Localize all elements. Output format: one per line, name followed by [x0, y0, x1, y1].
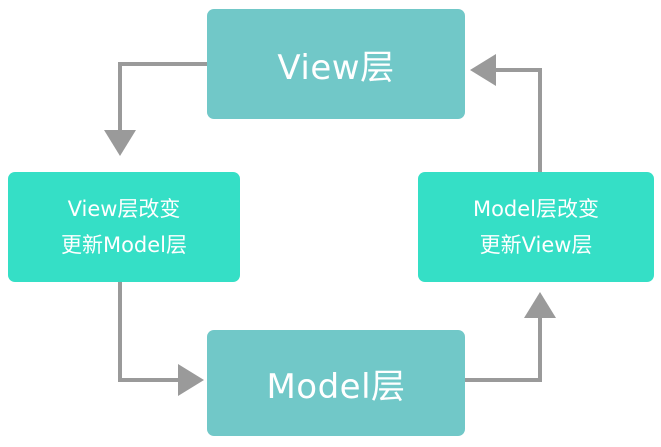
view-change-node: View层改变 更新Model层 — [8, 172, 240, 282]
model-change-line-1: Model层改变 — [472, 197, 600, 221]
model-change-line-2: 更新View层 — [479, 233, 593, 257]
view-layer-node: View层 — [207, 9, 465, 119]
arrow-view-change-to-model — [118, 282, 204, 396]
arrow-model-change-to-view — [470, 54, 542, 172]
arrow-model-to-model-change — [465, 292, 556, 382]
view-change-line-2: 更新Model层 — [60, 233, 188, 257]
arrow-view-to-view-change — [104, 62, 207, 156]
view-layer-label: View层 — [277, 47, 395, 88]
model-layer-node: Model层 — [207, 330, 465, 436]
model-layer-label: Model层 — [266, 366, 406, 407]
view-change-line-1: View层改变 — [67, 197, 181, 221]
model-change-node: Model层改变 更新View层 — [418, 172, 654, 282]
